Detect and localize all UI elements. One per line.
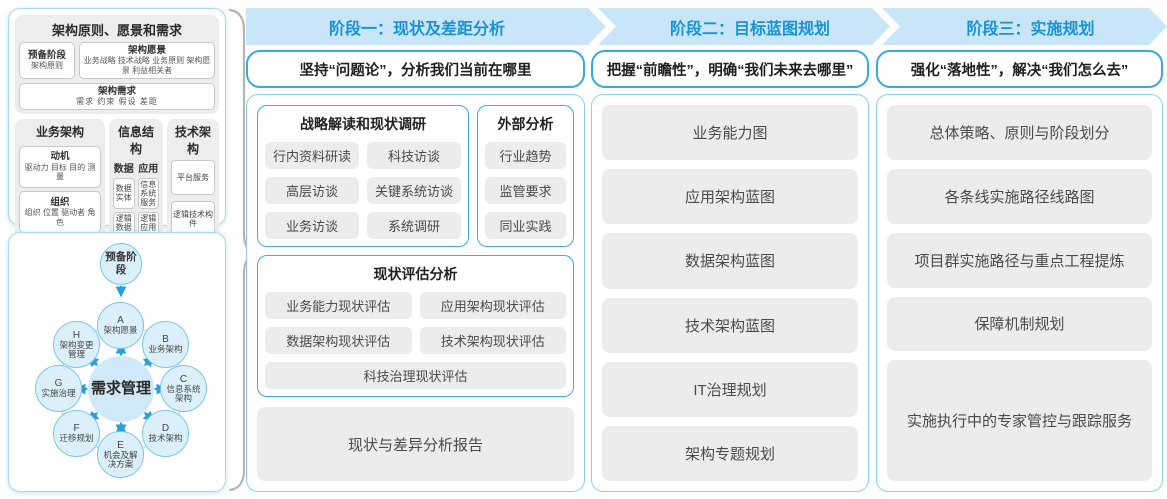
assessment-item: 数据架构现状评估: [265, 327, 412, 354]
phase1-content: 战略解读和现状调研 行内资料研读 科技访谈 高层访谈 关键系统访谈 业务访谈 系…: [246, 94, 585, 492]
prep-phase-box: 预备阶段 架构原则: [19, 42, 75, 79]
framework-title: 架构原则、愿景和需求: [51, 23, 182, 38]
phase2-content: 业务能力图 应用架构蓝图 数据架构蓝图 技术架构蓝图 IT治理规划 架构专题规划: [591, 94, 869, 492]
assessment-item: 业务能力现状评估: [265, 292, 412, 319]
gap-analysis-report-box: 现状与差异分析报告: [257, 407, 574, 481]
architecture-vision-box: 架构愿景 业务战略 技术战略 业务原则 架构愿景 利益相关者: [79, 42, 215, 79]
organization-title: 组织: [50, 196, 70, 208]
node-f-migration-planning: F 迁移规划: [53, 410, 100, 457]
phase2-item: 技术架构蓝图: [602, 297, 858, 353]
research-item: 业务访谈: [265, 212, 359, 239]
node-h-change-management: H 架构变更管理: [53, 321, 100, 368]
external-analysis-box: 外部分析 行业趋势 监管要求 同业实践: [477, 105, 574, 247]
phase3-item: 总体策略、原则与阶段划分: [887, 105, 1152, 160]
assessment-item: 技术架构现状评估: [419, 327, 566, 354]
phase1-header-band: 阶段一：现状及差距分析: [246, 8, 606, 45]
phase3-item: 保障机制规划: [887, 296, 1152, 352]
research-item: 系统调研: [367, 212, 461, 239]
node-c-information-system: C 信息系统架构: [160, 365, 207, 412]
strategy-research-box: 战略解读和现状调研 行内资料研读 科技访谈 高层访谈 关键系统访谈 业务访谈 系…: [257, 105, 469, 247]
phase2-header-band: 阶段二：目标蓝图规划: [598, 8, 890, 45]
phase1-header: 阶段一：现状及差距分析: [328, 20, 505, 38]
research-item: 高层访谈: [265, 177, 359, 204]
phase1-subtitle: 坚持“问题论”，分析我们当前在哪里: [246, 50, 585, 88]
phase2-column: 把握“前瞻性”，明确“我们未来去哪里” 业务能力图 应用架构蓝图 数据架构蓝图 …: [591, 50, 869, 492]
platform-service-box: 平台服务: [171, 159, 215, 196]
organization-box: 组织 组织 位置 驱动者 角色: [19, 190, 101, 234]
node-d-technology-architecture: D 技术架构: [142, 410, 189, 457]
phase2-item: 业务能力图: [602, 105, 858, 161]
architecture-requirements-sub: 需求 约束 假设 差距: [76, 96, 158, 106]
external-item: 行业趋势: [485, 142, 566, 169]
application-label: 应用: [138, 163, 159, 175]
assessment-title: 现状评估分析: [373, 266, 458, 282]
phase3-column: 强化“落地性”，解决“我们怎么去” 总体策略、原则与阶段划分 各条线实施路径线路…: [876, 50, 1163, 492]
phase1-column: 坚持“问题论”，分析我们当前在哪里 战略解读和现状调研 行内资料研读 科技访谈 …: [246, 50, 585, 492]
motivation-box: 动机 驱动力 目标 目的 测量: [19, 145, 101, 188]
prep-phase-circle: 预备阶段: [100, 243, 142, 285]
architecture-requirements-title: 架构需求: [97, 85, 136, 97]
data-label: 数据: [113, 163, 134, 175]
phase2-item: 应用架构蓝图: [602, 169, 858, 225]
research-item: 关键系统访谈: [367, 177, 461, 204]
external-item: 同业实践: [485, 212, 566, 239]
phase2-item: IT治理规划: [602, 361, 858, 417]
phase2-header: 阶段二：目标蓝图规划: [669, 20, 830, 38]
strategy-research-title: 战略解读和现状调研: [300, 116, 426, 132]
external-analysis-title: 外部分析: [497, 116, 554, 132]
organization-sub: 组织 位置 驱动者 角色: [24, 208, 96, 227]
phase3-item: 实施执行中的专家管控与跟踪服务: [887, 360, 1152, 482]
prep-phase-title: 预备阶段: [27, 49, 66, 61]
phase2-item: 架构专题规划: [602, 425, 858, 482]
motivation-title: 动机: [50, 151, 70, 163]
phase2-subtitle: 把握“前瞻性”，明确“我们未来去哪里”: [591, 50, 869, 88]
info-system-service-box: 信息系统服务: [137, 177, 159, 210]
business-architecture-title: 业务架构: [35, 124, 84, 139]
assessment-box: 现状评估分析 业务能力现状评估 应用架构现状评估 数据架构现状评估 技术架构现状…: [257, 255, 574, 397]
information-structure-title: 信息结构: [117, 124, 154, 156]
research-item: 行内资料研读: [265, 142, 359, 169]
data-entity-box: 数据实体: [113, 177, 135, 210]
architecture-vision-sub: 业务战略 技术战略 业务原则 架构愿景 利益相关者: [83, 56, 211, 75]
node-e-opportunities-solutions: E 机会及解决方案: [97, 431, 144, 478]
assessment-item-full: 科技治理现状评估: [265, 362, 566, 389]
phase3-subtitle: 强化“落地性”，解决“我们怎么去”: [876, 50, 1163, 88]
phase2-item: 数据架构蓝图: [602, 233, 858, 289]
research-item: 科技访谈: [367, 142, 461, 169]
architecture-vision-title: 架构愿景: [127, 45, 166, 56]
principles-vision-requirements-section: 架构原则、愿景和需求 预备阶段 架构原则 架构愿景 业务战略 技术战略 业务原则…: [15, 15, 219, 114]
architecture-requirements-box: 架构需求 需求 约束 假设 差距: [19, 82, 215, 110]
external-item: 监管要求: [485, 177, 566, 204]
phase3-item: 项目群实施路径与重点工程提炼: [887, 232, 1152, 288]
requirements-management-circle: 需求管理: [88, 356, 154, 422]
architecture-framework-panel: 架构原则、愿景和需求 预备阶段 架构原则 架构愿景 业务战略 技术战略 业务原则…: [8, 8, 226, 334]
prep-phase-sub: 架构原则: [31, 61, 63, 71]
node-g-implementation-governance: G 实施治理: [35, 365, 82, 412]
node-a-architecture-vision: A 架构愿景: [97, 302, 144, 349]
phase3-content: 总体策略、原则与阶段划分 各条线实施路径线路图 项目群实施路径与重点工程提炼 保…: [876, 94, 1163, 492]
assessment-item: 应用架构现状评估: [419, 292, 566, 319]
adm-cycle-panel: 预备阶段 需求管理 A 架构愿景 B 业务架构 C 信息系统架构 D 技术架构 …: [8, 232, 226, 492]
technology-architecture-title: 技术架构: [174, 124, 211, 156]
phase3-item: 各条线实施路径线路图: [887, 168, 1152, 224]
phase3-header-band: 阶段三：实施规划: [882, 8, 1167, 45]
motivation-sub: 驱动力 目标 目的 测量: [24, 162, 96, 182]
logical-tech-box: 逻辑技术构件: [171, 201, 215, 237]
node-b-business-architecture: B 业务架构: [142, 321, 189, 368]
phase3-header: 阶段三：实施规划: [966, 20, 1095, 38]
